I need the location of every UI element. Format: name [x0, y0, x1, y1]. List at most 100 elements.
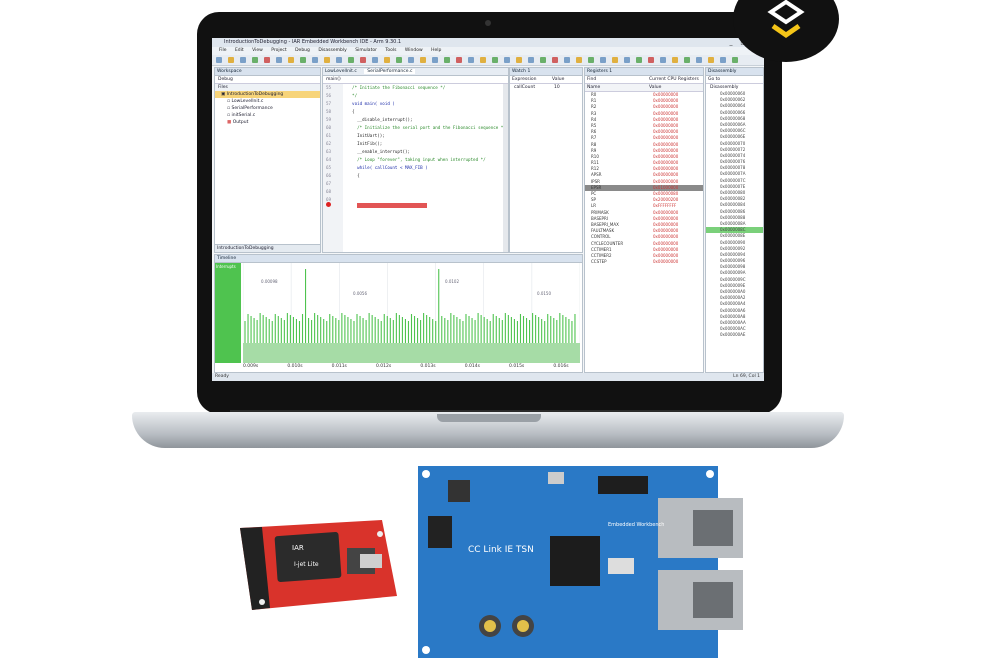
breakpoint-icon[interactable]	[326, 202, 331, 207]
toolbar-button[interactable]	[408, 57, 414, 63]
toolbar-button[interactable]	[504, 57, 510, 63]
toolbar-button[interactable]	[624, 57, 630, 63]
disassembly-row[interactable]: 0x00000098	[720, 264, 746, 270]
toolbar-button[interactable]	[576, 57, 582, 63]
disassembly-row[interactable]: 0x0000009E	[720, 282, 746, 288]
toolbar-button[interactable]	[696, 57, 702, 63]
disassembly-row[interactable]: 0x000000A0	[720, 289, 746, 294]
disassembly-row[interactable]: 0x00000068	[720, 115, 746, 121]
disassembly-row[interactable]: 0x00000080	[720, 190, 746, 195]
disassembly-row[interactable]: 0x00000094	[720, 251, 746, 257]
menu-edit[interactable]: Edit	[234, 48, 244, 53]
toolbar-button[interactable]	[732, 57, 738, 63]
toolbar-button[interactable]	[708, 57, 714, 63]
toolbar-button[interactable]	[660, 57, 666, 63]
disassembly-goto[interactable]: Go to	[706, 76, 763, 84]
menu-disassembly[interactable]: Disassembly	[318, 48, 347, 53]
disassembly-row[interactable]: 0x000000A8	[720, 313, 746, 319]
toolbar-button[interactable]	[240, 57, 246, 63]
tree-item-project[interactable]: ▣ IntroductionToDebugging	[215, 91, 320, 98]
scope-selector[interactable]: main()	[323, 76, 508, 84]
disassembly-row[interactable]: 0x00000076	[720, 159, 746, 165]
disassembly-row[interactable]: 0x00000070	[720, 140, 746, 146]
registers-find[interactable]: Find	[587, 77, 597, 82]
disassembly-row[interactable]: 0x0000009C	[720, 276, 746, 282]
disassembly-row[interactable]: 0x0000008C	[706, 227, 763, 234]
toolbar-button[interactable]	[492, 57, 498, 63]
toolbar-button[interactable]	[636, 57, 642, 63]
toolbar-button[interactable]	[684, 57, 690, 63]
toolbar-button[interactable]	[588, 57, 594, 63]
disassembly-row[interactable]: 0x0000006A	[720, 121, 746, 127]
toolbar-button[interactable]	[300, 57, 306, 63]
toolbar-button[interactable]	[528, 57, 534, 63]
disassembly-row[interactable]: 0x00000096	[720, 258, 746, 264]
toolbar-button[interactable]	[276, 57, 282, 63]
disassembly-row[interactable]: 0x00000072	[720, 146, 746, 152]
disassembly-row[interactable]: 0x00000078	[720, 165, 746, 171]
workspace-bottom-tab[interactable]: IntroductionToDebugging	[215, 244, 320, 252]
toolbar-button[interactable]	[348, 57, 354, 63]
toolbar-button[interactable]	[312, 57, 318, 63]
disassembly-row[interactable]: 0x000000AC	[720, 326, 746, 332]
toolbar-button[interactable]	[252, 57, 258, 63]
disassembly-row[interactable]: 0x00000090	[720, 239, 746, 245]
menu-view[interactable]: View	[252, 48, 263, 53]
tree-item-initserial[interactable]: ▫ initSerial.c	[227, 113, 256, 118]
disassembly-row[interactable]: 0x000000AE	[720, 332, 746, 338]
tree-item-output[interactable]: ■ Output	[215, 119, 320, 126]
toolbar-button[interactable]	[480, 57, 486, 63]
toolbar-button[interactable]	[432, 57, 438, 63]
toolbar-button[interactable]	[264, 57, 270, 63]
disassembly-row[interactable]: 0x0000007C	[720, 177, 746, 183]
toolbar-button[interactable]	[360, 57, 366, 63]
tree-item-lowlevelinit[interactable]: ▫ LowLevelInit.c	[227, 99, 264, 104]
menu-tools[interactable]: Tools	[385, 48, 397, 53]
toolbar-button[interactable]	[468, 57, 474, 63]
disassembly-row[interactable]: 0x000000AA	[720, 319, 746, 325]
toolbar-button[interactable]	[420, 57, 426, 63]
disassembly-row[interactable]: 0x000000A2	[720, 295, 746, 301]
toolbar-button[interactable]	[372, 57, 378, 63]
disassembly-row[interactable]: 0x00000064	[720, 103, 746, 109]
toolbar-button[interactable]	[444, 57, 450, 63]
disassembly-row[interactable]: 0x0000009A	[720, 270, 746, 276]
disassembly-row[interactable]: 0x0000007A	[720, 171, 746, 177]
toolbar-button[interactable]	[516, 57, 522, 63]
code-area[interactable]: /* Initiate the Fibonacci sequence */ */…	[347, 84, 506, 180]
disassembly-row[interactable]: 0x00000066	[720, 109, 746, 115]
toolbar-button[interactable]	[384, 57, 390, 63]
disassembly-row[interactable]: 0x0000007E	[720, 183, 746, 189]
menu-debug[interactable]: Debug	[295, 48, 310, 53]
tab-serialperformance[interactable]: SerialPerformance.c	[364, 69, 416, 74]
disassembly-row[interactable]: 0x00000084	[720, 202, 746, 208]
disassembly-row[interactable]: 0x0000008A	[720, 220, 746, 226]
disassembly-row[interactable]: 0x000000A4	[720, 301, 746, 307]
toolbar-button[interactable]	[336, 57, 342, 63]
